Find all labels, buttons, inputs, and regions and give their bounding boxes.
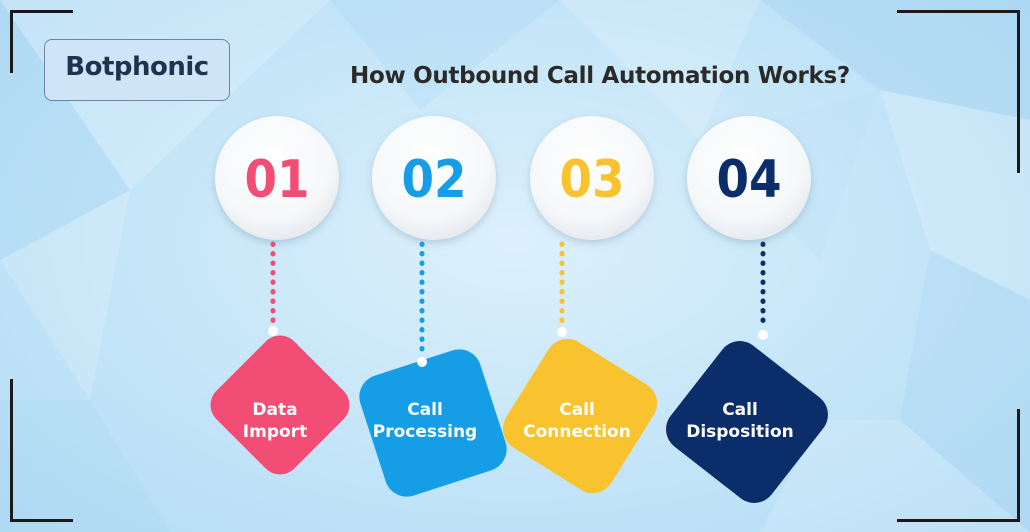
step-1: 01 Data Import (210, 116, 350, 475)
frame-corner-bottom-right (897, 409, 1020, 522)
step-3-label-line1: Call (559, 400, 595, 420)
step-1-label-line2: Import (243, 422, 307, 442)
frame-corner-bottom-left (10, 379, 73, 522)
step-2-pin (417, 357, 427, 367)
step-2-circle (372, 116, 496, 240)
step-2-card (359, 349, 507, 497)
step-3-pin (557, 327, 567, 337)
step-2-label-line1: Call (407, 400, 443, 420)
step-4-card (666, 341, 828, 503)
step-4-circle (687, 116, 811, 240)
frame-corner-top-right (897, 10, 1020, 173)
step-1-circle (215, 116, 339, 240)
brand-logo-text: Botphonic (65, 52, 209, 82)
step-3: 03 Call Connection (502, 116, 658, 494)
step-2-label-line2: Processing (373, 422, 477, 442)
frame-corner-top-left (10, 10, 73, 73)
step-4-label-line2: Disposition (686, 422, 794, 442)
step-3-card (502, 338, 658, 494)
step-3-number: 03 (559, 150, 624, 210)
step-1-label-line1: Data (252, 400, 297, 420)
step-1-pin (268, 326, 278, 336)
step-4: 04 Call Disposition (666, 116, 828, 503)
step-4-number: 04 (716, 150, 781, 210)
step-3-label-line2: Connection (523, 422, 631, 442)
step-4-pin (758, 330, 768, 340)
step-2-number: 02 (401, 150, 466, 210)
step-1-card (210, 335, 350, 475)
step-2: 02 Call Processing (359, 116, 507, 497)
step-1-number: 01 (244, 150, 309, 210)
page-title: How Outbound Call Automation Works? (350, 63, 850, 89)
step-4-label-line1: Call (722, 400, 758, 420)
step-3-circle (530, 116, 654, 240)
brand-logo: Botphonic (44, 39, 230, 101)
